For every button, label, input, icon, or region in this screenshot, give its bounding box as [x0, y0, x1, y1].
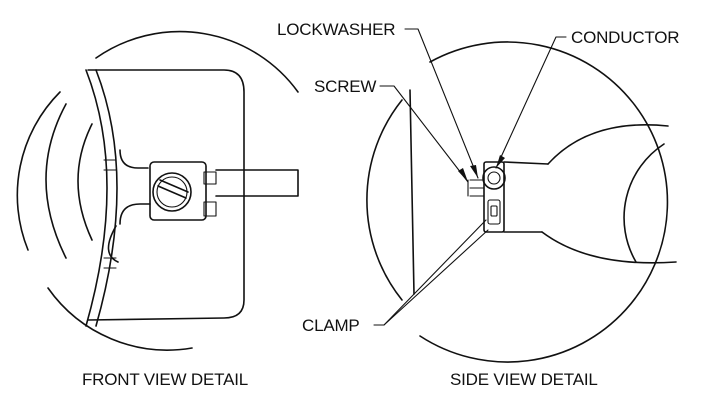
front-clamp-tab-lower — [203, 201, 217, 217]
leader-clamp-lower — [383, 229, 489, 326]
leader-screw — [379, 85, 469, 183]
arrowhead-screw — [458, 168, 468, 182]
side-view-housing-inner — [623, 143, 665, 263]
arrowhead-conductor — [496, 155, 505, 168]
caption-side-view: SIDE VIEW DETAIL — [450, 370, 598, 389]
front-view-boundary-arc-top — [95, 30, 299, 93]
label-screw: SCREW — [314, 77, 376, 96]
inner-channel — [119, 149, 151, 225]
side-view-boundary-arc-left — [366, 99, 403, 301]
side-clamp-link — [503, 161, 549, 233]
side-view-boundary-arc — [419, 41, 669, 363]
housing-body — [87, 69, 245, 321]
front-view-detail — [16, 30, 299, 351]
side-view-edge-line — [409, 89, 415, 295]
front-view-boundary-arc-left — [16, 91, 61, 251]
label-clamp: CLAMP — [302, 316, 360, 335]
side-clamp-slot-inner — [490, 205, 498, 217]
front-view-boundary-arc-bottom — [47, 287, 193, 351]
side-conductor-ring — [482, 166, 506, 190]
caption-front-view: FRONT VIEW DETAIL — [82, 370, 248, 389]
side-view-detail — [366, 28, 677, 363]
front-view-inner-arc-1 — [45, 103, 67, 259]
leader-clamp-upper — [373, 219, 487, 326]
leader-conductor — [495, 36, 567, 169]
front-screw-slot — [157, 179, 189, 199]
housing-notch-bottom — [103, 257, 117, 269]
label-conductor: CONDUCTOR — [571, 28, 679, 47]
side-conductor-core — [487, 171, 501, 185]
side-clamp-slot — [487, 199, 501, 225]
housing-outer-wall — [85, 69, 108, 327]
leader-lockwasher — [404, 28, 479, 179]
front-screw-head — [152, 172, 192, 212]
label-lockwasher: LOCKWASHER — [277, 20, 395, 39]
side-clamp-body — [483, 161, 505, 233]
inner-channel-lower — [107, 225, 119, 263]
front-view-inner-arc-2 — [77, 123, 93, 241]
housing-notch-top — [103, 159, 117, 171]
housing-inner-wall — [95, 69, 118, 327]
front-clamp-tab-upper — [203, 171, 217, 185]
side-view-housing-lower — [541, 231, 677, 264]
arrowhead-lockwasher — [470, 165, 478, 178]
side-screw-threads — [467, 179, 485, 197]
front-conductor — [215, 169, 299, 197]
front-clamp-block — [149, 161, 207, 221]
side-view-housing-curve — [547, 124, 669, 165]
